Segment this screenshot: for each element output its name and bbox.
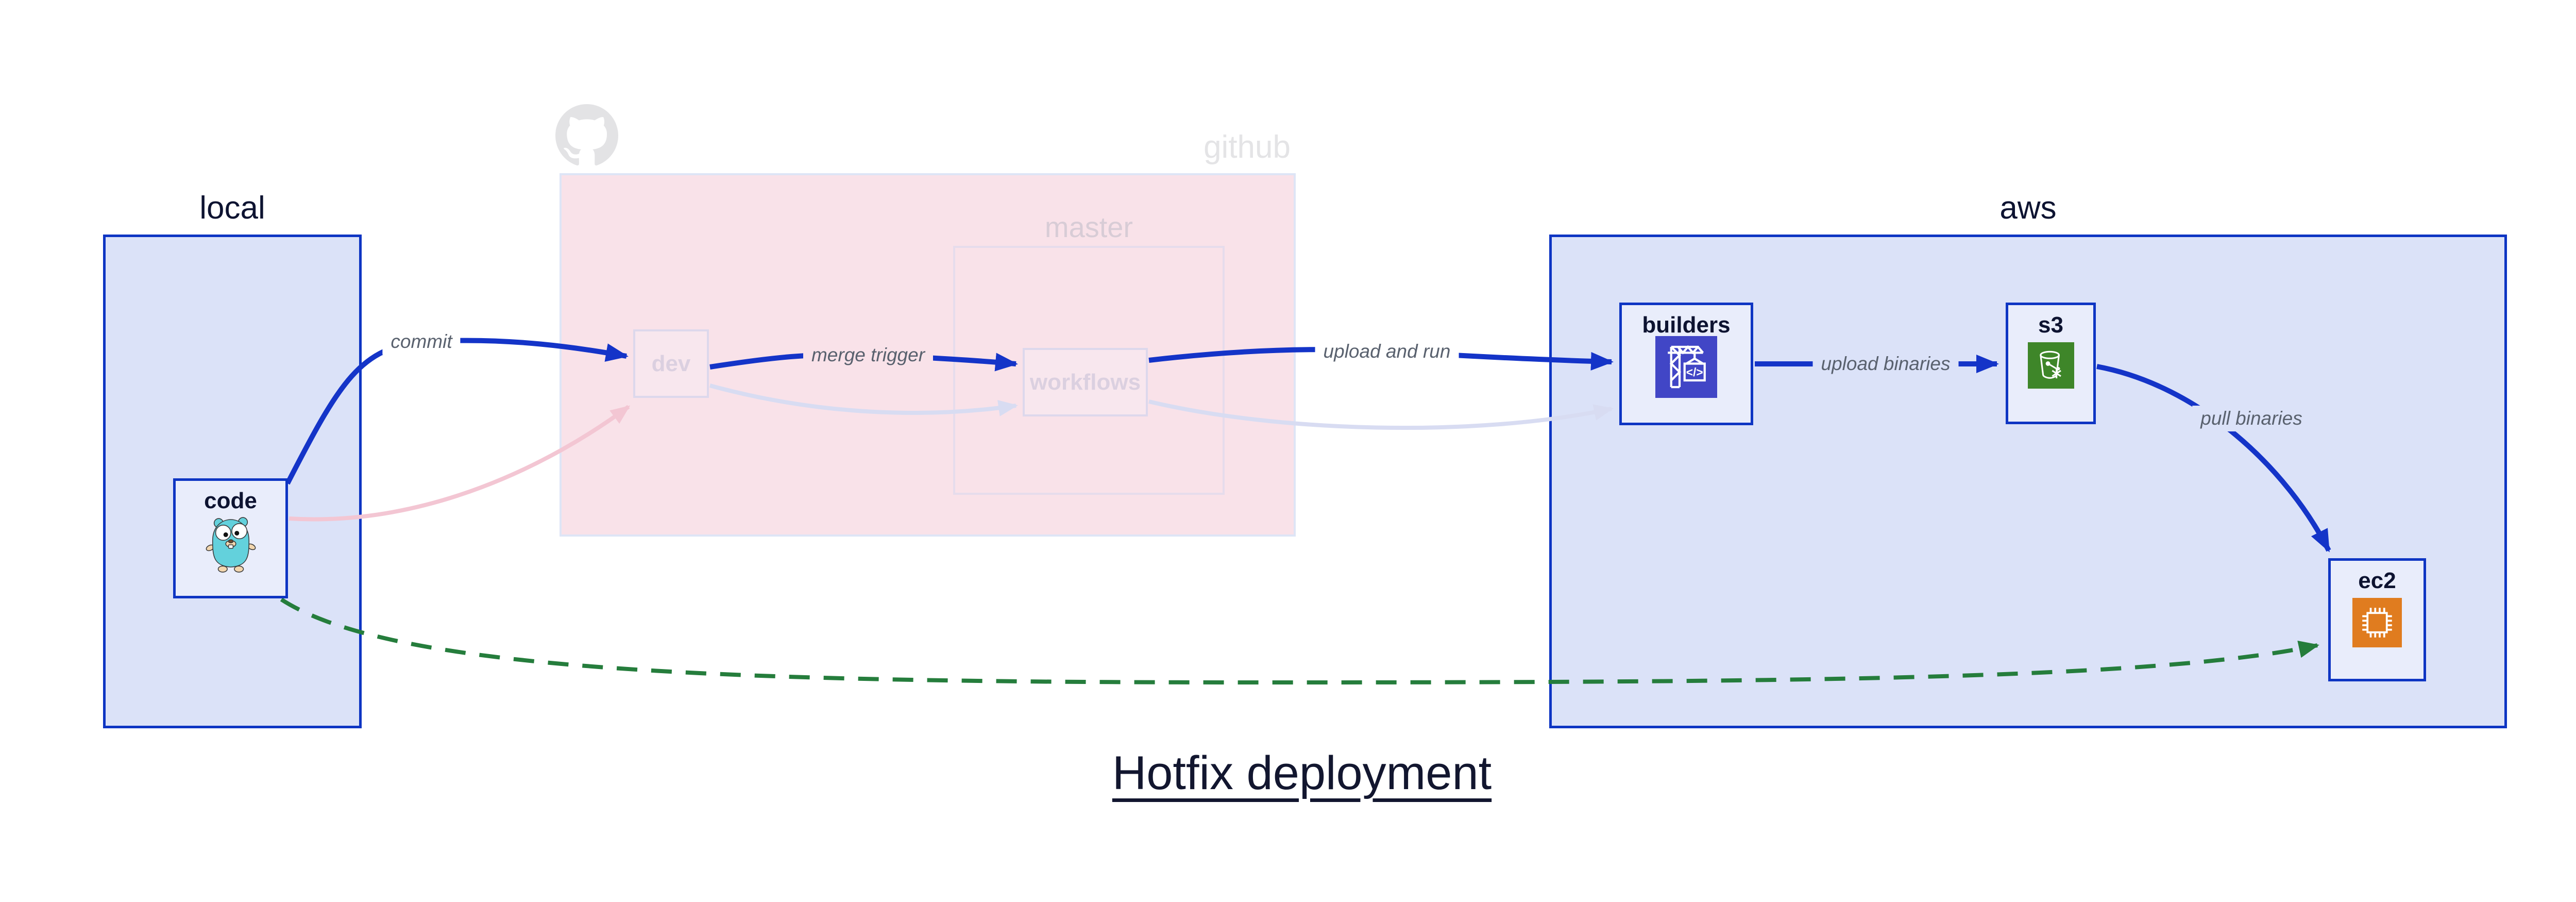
github-octocat-icon	[555, 104, 618, 170]
node-code: code	[173, 478, 288, 598]
go-gopher-icon	[206, 515, 256, 577]
node-dev: dev	[633, 329, 709, 398]
edge-label-merge-trigger: merge trigger	[803, 342, 934, 368]
svg-text:</>: </>	[1686, 365, 1703, 379]
node-s3-label: s3	[2038, 312, 2063, 338]
edge-label-upload-binaries: upload binaries	[1812, 351, 1959, 377]
master-branch-container	[953, 246, 1225, 495]
edge-label-upload-and-run: upload and run	[1315, 339, 1459, 364]
node-s3: s3	[2006, 303, 2096, 424]
node-workflows-label: workflows	[1029, 369, 1141, 395]
aws-container-label: aws	[1999, 190, 2057, 226]
codebuild-crane-icon: </>	[1655, 336, 1717, 398]
node-ec2: ec2	[2328, 558, 2426, 681]
node-code-label: code	[204, 488, 257, 513]
edge-label-commit: commit	[382, 329, 461, 355]
ec2-chip-icon	[2352, 598, 2402, 647]
diagram-title: Hotfix deployment	[1112, 747, 1492, 799]
node-dev-label: dev	[651, 350, 691, 376]
node-ec2-label: ec2	[2358, 568, 2396, 593]
node-builders-label: builders	[1642, 312, 1731, 338]
s3-glacier-bucket-icon	[2027, 342, 2074, 389]
node-workflows: workflows	[1023, 348, 1148, 416]
edge-label-pull-binaries: pull binaries	[2192, 406, 2311, 431]
node-builders: builders </>	[1619, 303, 1753, 425]
local-container-label: local	[199, 190, 265, 226]
master-branch-label: master	[1044, 211, 1133, 243]
github-container-label: github	[1204, 129, 1291, 165]
